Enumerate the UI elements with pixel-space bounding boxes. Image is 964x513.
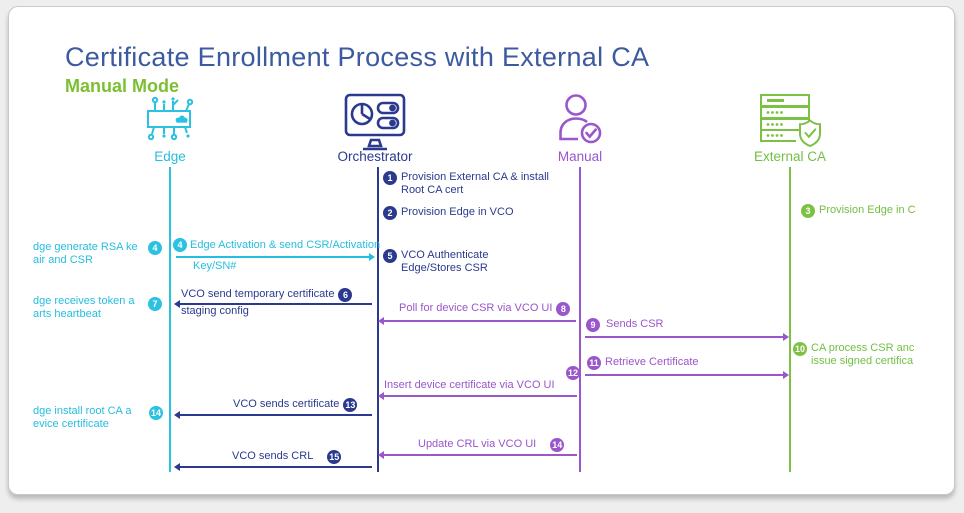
step-3-badge: 3 (801, 204, 815, 218)
edge-note-4-badge: 4 (148, 241, 162, 255)
page-title: Certificate Enrollment Process with Exte… (65, 42, 650, 72)
orchestrator-monitor-icon (343, 92, 407, 152)
arrowhead (783, 333, 789, 341)
step-5-badge: 5 (383, 249, 397, 263)
step-3-note: 3 Provision Edge in C (801, 204, 916, 218)
step-9-label: Sends CSR (606, 318, 664, 330)
actor-label-manual: Manual (557, 149, 603, 164)
actor-label-orchestrator: Orchestrator (337, 149, 413, 164)
actor-label-edge: Edge (154, 149, 186, 164)
arrowhead (378, 317, 384, 325)
arrowhead (174, 300, 180, 308)
lifeline-manual (579, 167, 581, 472)
step-6-label: VCO send temporary certificate 6 (181, 288, 353, 302)
arrow-orchestrator-to-edge-13 (174, 411, 372, 419)
arrowhead (378, 392, 384, 400)
step-12-label: Insert device certificate via VCO UI (384, 379, 555, 391)
actor-label-external-ca: External CA (753, 149, 827, 164)
step-11-label: 11 Retrieve Certificate (587, 356, 699, 370)
arrowhead (783, 371, 789, 379)
step-12-badge: 12 (566, 366, 580, 380)
arrow-orchestrator-to-edge-15 (174, 463, 372, 471)
arrow-manual-to-external-ca-11 (585, 371, 789, 379)
arrowhead (378, 451, 384, 459)
step-15-badge: 15 (327, 450, 342, 464)
step-4-label: Edge Activation & send CSR/Activation (190, 239, 381, 251)
step-6-badge: 6 (338, 288, 353, 302)
step-14-label: Update CRL via VCO UI 14 (418, 438, 565, 452)
arrow-orchestrator-to-edge-6 (174, 300, 372, 308)
manual-user-icon (554, 92, 606, 148)
step-11-badge: 11 (587, 356, 601, 370)
arrowhead (174, 411, 180, 419)
lifeline-edge (169, 167, 171, 472)
step-8-badge: 8 (556, 302, 571, 316)
step-13-label: VCO sends certificate 13 (233, 398, 358, 412)
step-15-label: VCO sends CRL 15 (232, 450, 342, 464)
arrow-manual-to-external-ca-9 (585, 333, 789, 341)
arrowhead (369, 253, 375, 261)
step-2-badge: 2 (383, 206, 397, 220)
arrowhead (174, 463, 180, 471)
mode-subtitle: Manual Mode (65, 76, 180, 96)
step-13-badge: 13 (343, 398, 358, 412)
lifeline-external-ca (789, 167, 791, 472)
step-4-label-line2: Key/SN# (193, 260, 237, 272)
edge-note-7-badge: 7 (148, 297, 162, 311)
step-6-label-line2: staging config (181, 305, 249, 317)
step-8-label: Poll for device CSR via VCO UI 8 (399, 302, 571, 316)
step-9-badge: 9 (586, 318, 600, 332)
diagram-card (8, 6, 955, 495)
arrow-edge-to-orchestrator-4 (176, 253, 375, 261)
arrow-manual-to-orchestrator-14 (378, 451, 577, 459)
step-14-badge: 14 (550, 438, 565, 452)
step-10-badge: 10 (793, 342, 807, 356)
arrow-manual-to-orchestrator-8 (378, 317, 576, 325)
step-1-badge: 1 (383, 171, 397, 185)
edge-device-icon (142, 94, 198, 146)
arrow-manual-to-orchestrator-12 (378, 392, 577, 400)
edge-note-14-badge: 14 (149, 406, 163, 420)
step-4-badge: 4 (173, 238, 187, 252)
external-ca-server-icon (758, 92, 824, 148)
step-2-note: 2 Provision Edge in VCO (383, 206, 514, 220)
